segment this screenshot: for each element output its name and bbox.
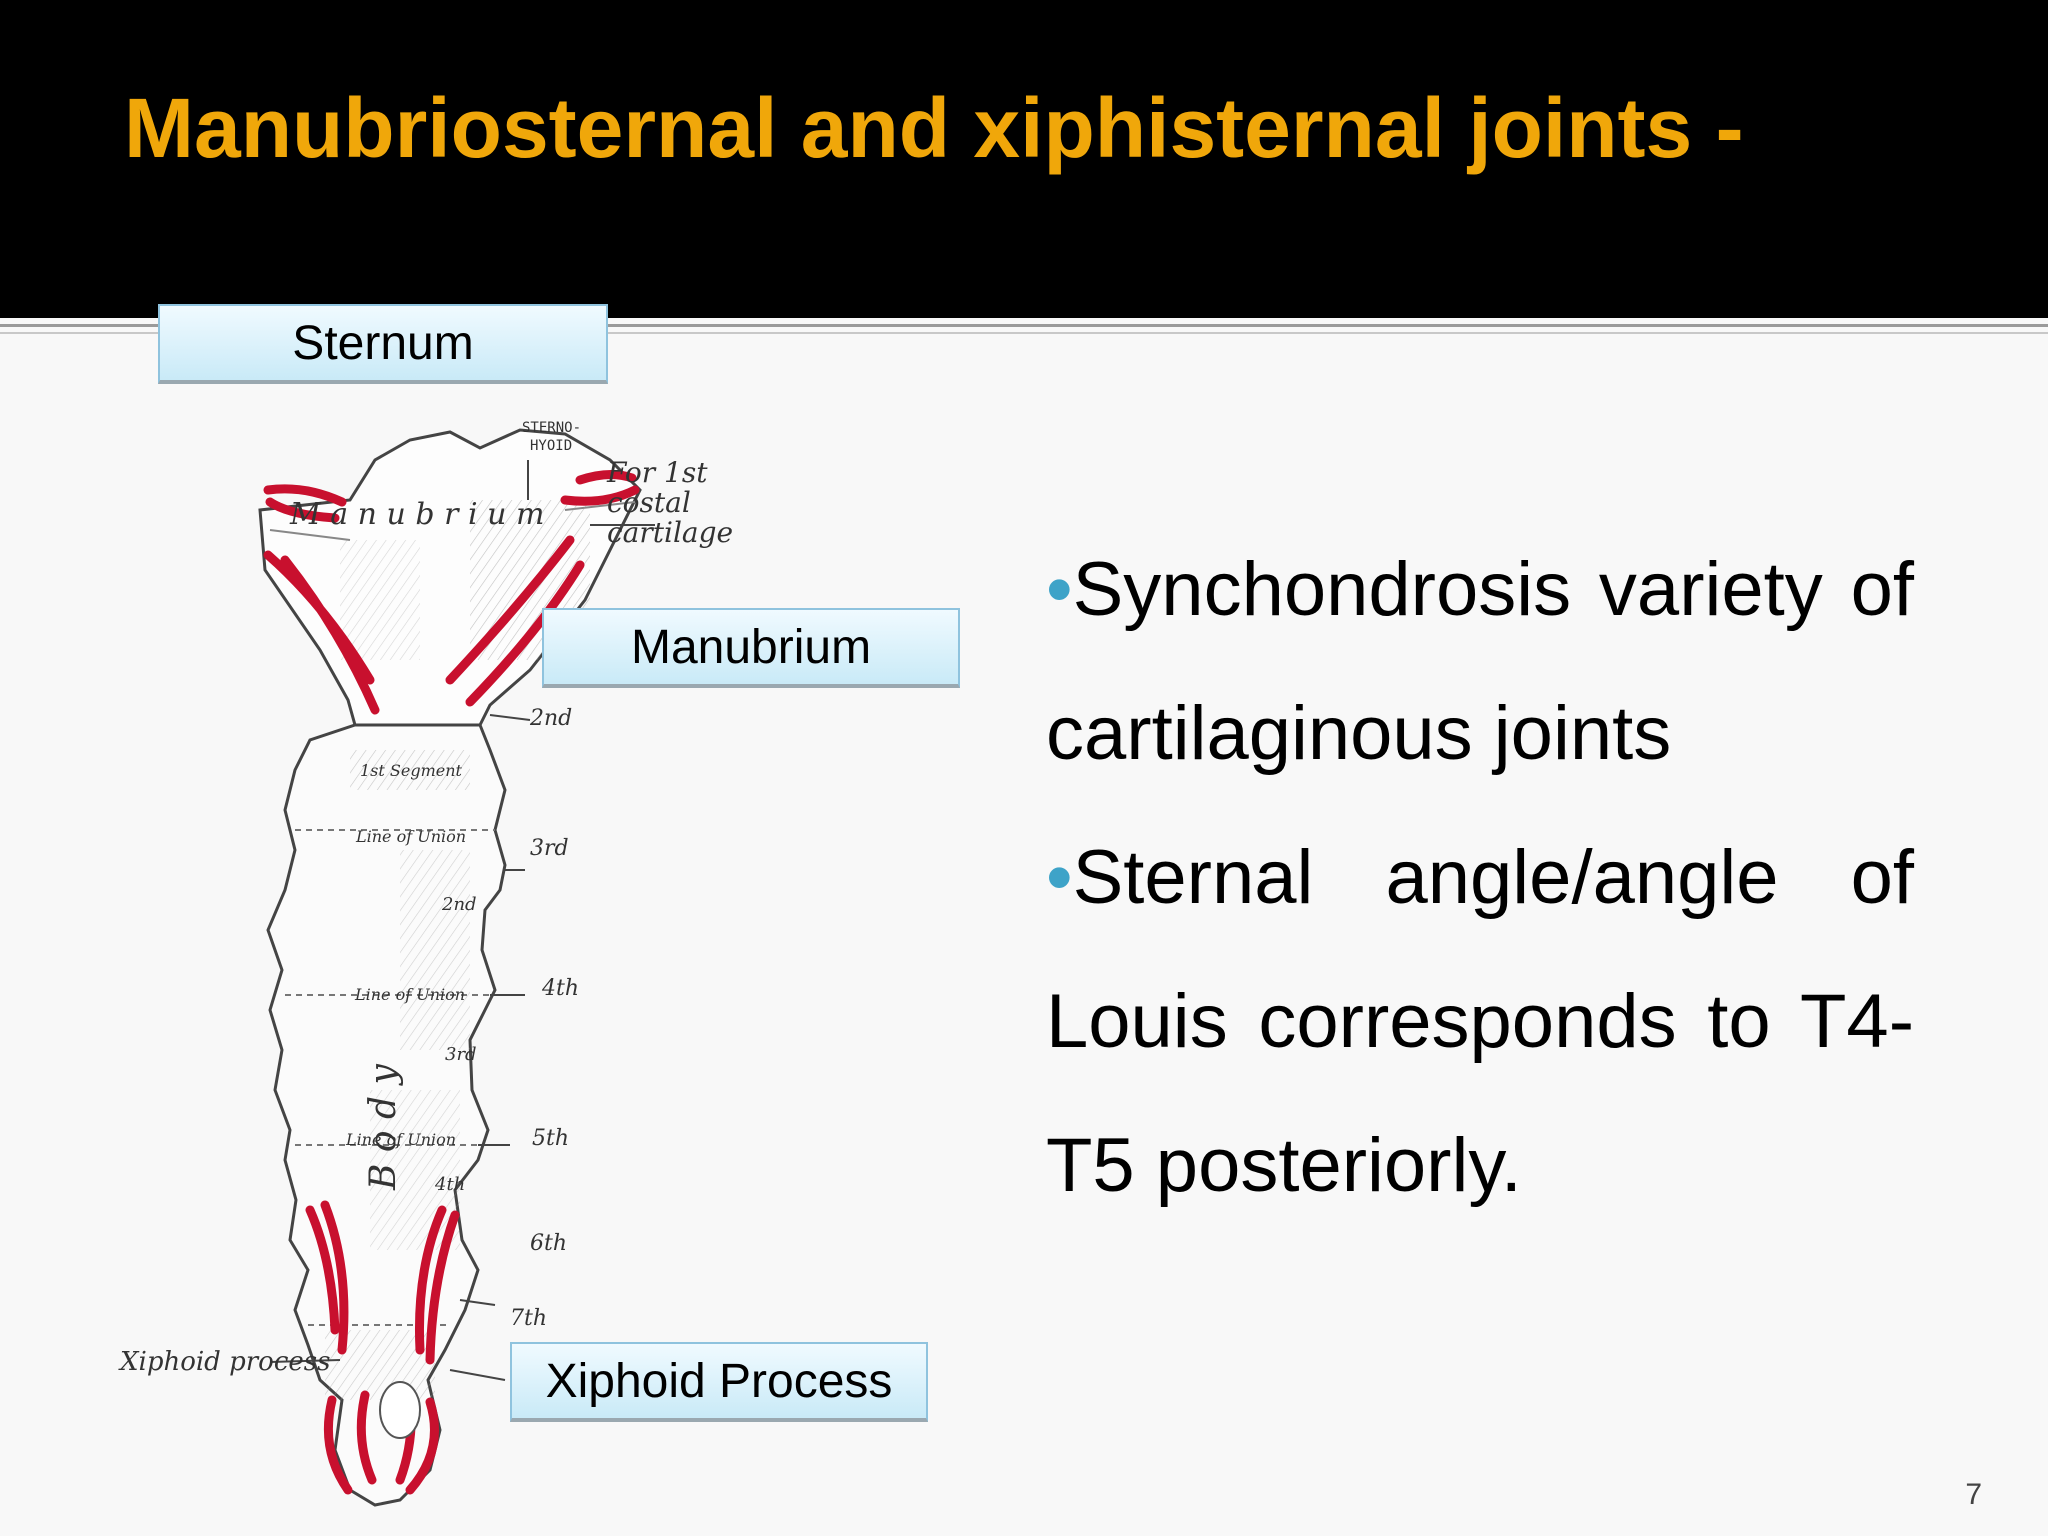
xiphoid-process-script: Xiphoid process	[118, 1347, 330, 1377]
sternohyoid-label-2: HYOID	[530, 438, 572, 454]
costal-cartilage-label-3: cartilage	[607, 516, 733, 549]
rib-3rd-label: 3rd	[530, 836, 569, 861]
sternohyoid-label: STERNO-	[522, 420, 581, 436]
body-script: B o d y	[363, 1063, 404, 1191]
bullet-2-line-2: Louis corresponds to	[1046, 979, 1771, 1064]
bullet-1-line-1: Synchondrosis variety	[1072, 547, 1823, 632]
joint-highlights	[263, 470, 640, 1495]
bullet-dot-icon: •	[1046, 547, 1073, 632]
slide-title: Manubriosternal and xiphisternal joints …	[124, 81, 1744, 175]
bullet-item-2: •Sternal angle/angle of Louis correspond…	[1046, 806, 1914, 1238]
segment-3-label: 3rd	[445, 1044, 477, 1065]
sternum-label: Sternum	[158, 304, 608, 384]
line-of-union-3: Line of Union	[345, 1130, 456, 1149]
line-of-union-1: Line of Union	[355, 827, 466, 846]
bullet-2-line-1: Sternal angle/angle of	[1072, 835, 1914, 920]
segment-4-label: 4th	[434, 1174, 465, 1195]
rib-5th-label: 5th	[532, 1126, 569, 1151]
costal-cartilage-label-1: For 1st	[606, 456, 708, 489]
bullet-1-line-2: of cartilaginous joints	[1046, 547, 1914, 776]
bullet-dot-icon: •	[1046, 835, 1073, 920]
header-divider-secondary	[0, 332, 2048, 334]
segment-2-label: 2nd	[441, 894, 477, 915]
bullet-list: •Synchondrosis variety of cartilaginous …	[1046, 518, 1914, 1238]
segment-1-label: 1st Segment	[360, 761, 463, 780]
sternum-illustration: STERNO- HYOID For 1st costal cartilage M…	[110, 390, 990, 1520]
header-divider	[0, 324, 2048, 327]
line-of-union-2: Line of Union	[354, 985, 465, 1004]
rib-2nd-label: 2nd	[529, 706, 572, 731]
rib-4th-label: 4th	[541, 976, 579, 1001]
rib-7th-label: 7th	[510, 1306, 547, 1331]
xiphoid-process-label: Xiphoid Process	[510, 1342, 928, 1422]
rib-6th-label: 6th	[530, 1231, 567, 1256]
costal-cartilage-label-2: costal	[607, 486, 691, 519]
bullet-2-line-3: T4-T5 posteriorly.	[1046, 979, 1914, 1208]
manubrium-script: M a n u b r i u m	[289, 497, 544, 532]
bullet-item-1: •Synchondrosis variety of cartilaginous …	[1046, 518, 1914, 806]
slide-header: Manubriosternal and xiphisternal joints …	[0, 0, 2048, 318]
sternum-drawing: STERNO- HYOID For 1st costal cartilage M…	[118, 420, 733, 1507]
manubrium-label: Manubrium	[542, 608, 960, 688]
page-number: 7	[1965, 1478, 1982, 1511]
